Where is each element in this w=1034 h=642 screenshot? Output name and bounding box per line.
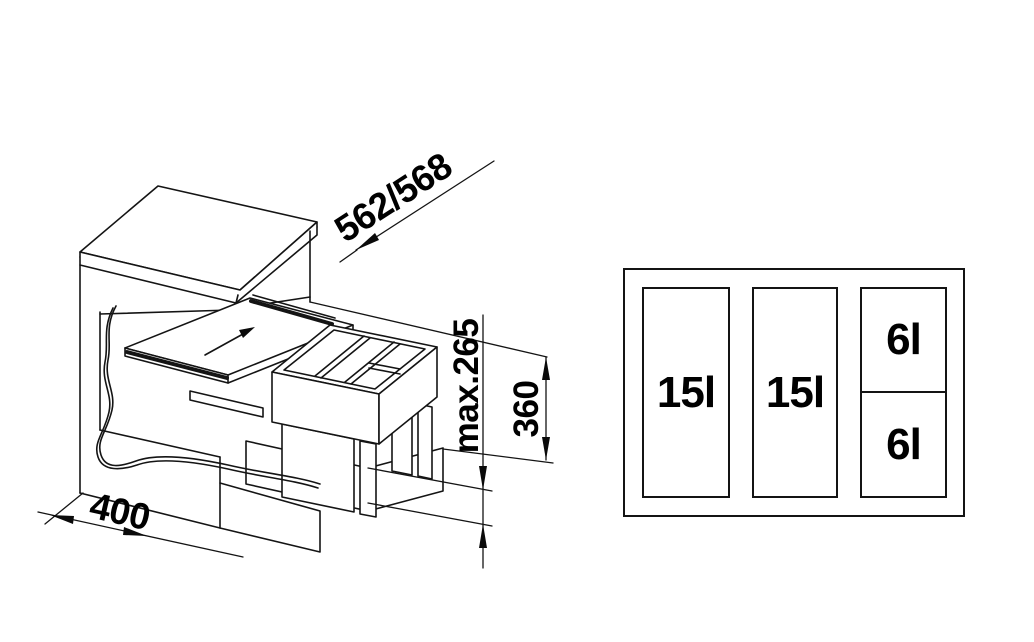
slide-rail-strip <box>249 299 334 326</box>
rail-bar <box>189 390 264 418</box>
ext-line-carriage-bottom <box>367 502 493 527</box>
dim-arrow-360-top <box>542 357 550 380</box>
dimension-lines <box>37 160 554 569</box>
dim-arrow-400-left <box>50 515 74 524</box>
lid-front-edge-profile <box>125 350 229 380</box>
slide-arrow-icon <box>239 327 255 338</box>
bin-frame-divider-1 <box>314 335 371 379</box>
ext-line-400 <box>44 492 84 525</box>
dim-label-width: 400 <box>86 485 154 538</box>
dim-label-max-height: max.265 <box>447 319 486 454</box>
ext-line-360-bottom <box>442 448 554 464</box>
bin-compartment-15l-middle: 15l <box>752 287 838 498</box>
cabinet-opening-top-rail <box>99 309 232 315</box>
dim-label-height: 360 <box>507 381 546 438</box>
waste-bin-unit <box>245 324 444 518</box>
bin-compartment-6l-bottom: 6l <box>860 391 947 498</box>
ext-line-carriage-top <box>367 467 493 492</box>
bin-body-side-2 <box>417 403 433 480</box>
plinth-front-face <box>219 482 321 553</box>
dim-arrow-400-right <box>123 527 147 536</box>
dim-arrow-depth <box>356 233 379 250</box>
cabinet-carcass <box>79 185 321 553</box>
sliding-lid <box>124 294 354 384</box>
dim-ext-depth <box>339 249 358 263</box>
slide-arrow-shaft <box>204 333 244 356</box>
ext-line-top <box>309 301 548 358</box>
bin-frame-right-band <box>378 346 438 445</box>
bin-frame-inner-rim <box>283 329 426 390</box>
cable-line-outer <box>99 305 321 485</box>
slide-rail-top-line <box>252 294 336 319</box>
cable-curve <box>96 305 321 489</box>
bin-capacity-label: 6l <box>886 315 922 364</box>
top-view-schematic: 15l 15l 6l 6l <box>623 268 965 517</box>
dim-line-depth <box>355 160 495 251</box>
cabinet-floor-front-edge <box>99 429 221 458</box>
bin-frame-cross-divider <box>368 362 401 375</box>
dim-label-depth: 562/568 <box>327 145 459 250</box>
bin-compartment-6l-top: 6l <box>860 287 947 393</box>
countertop-front-corner-line <box>235 294 239 304</box>
bin-body-front-right <box>359 440 377 518</box>
bin-capacity-label: 6l <box>886 419 922 469</box>
bin-capacity-label: 15l <box>656 367 716 417</box>
dim-arrow-max265-up <box>479 524 487 548</box>
cabinet-bottom-left-edge <box>79 492 221 529</box>
dim-arrow-360-bottom <box>542 437 550 460</box>
bin-compartment-15l-left: 15l <box>642 287 730 498</box>
cable-line-inner <box>96 307 319 489</box>
dim-arrow-max265-down <box>479 466 487 490</box>
pullout-rail <box>189 390 264 418</box>
bin-capacity-label: 15l <box>765 367 825 417</box>
